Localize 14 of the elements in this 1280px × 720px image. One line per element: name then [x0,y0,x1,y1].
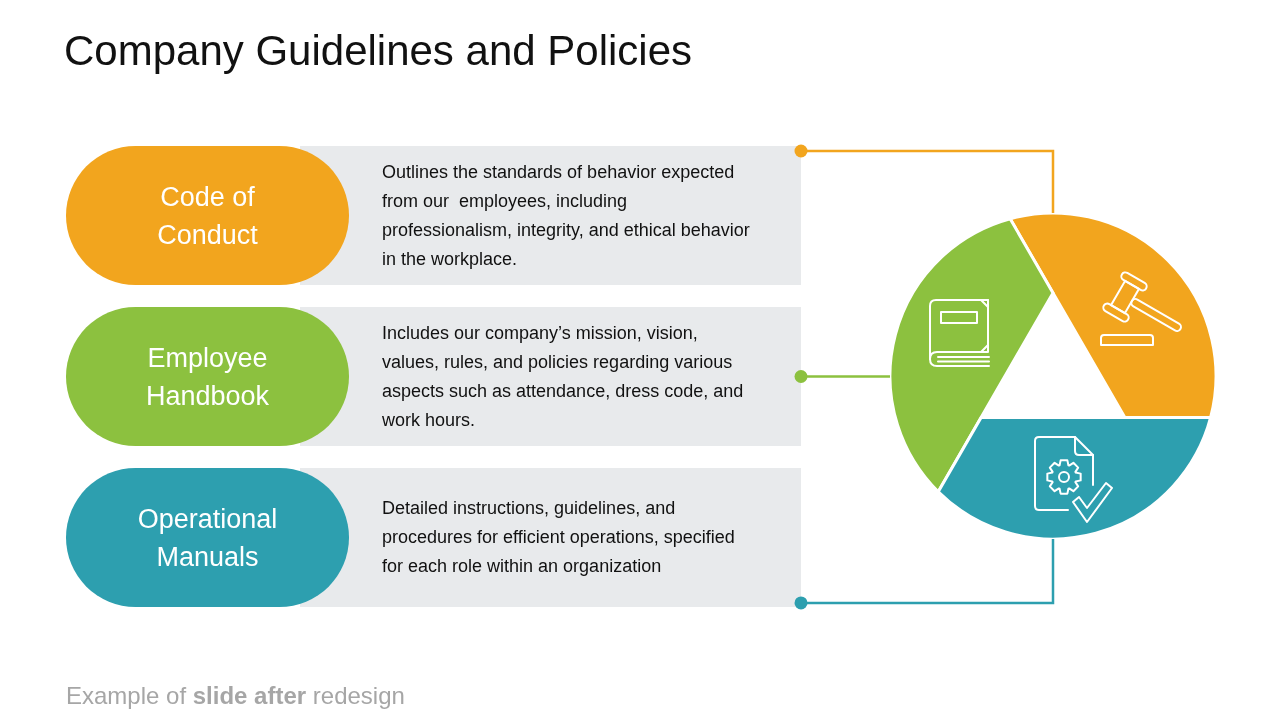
description-text: Outlines the standards of behavior expected from our employees, including professionalism, integrity, and ethical behavior in the workplace. [382,160,751,271]
category-title: Operational Manuals [136,502,279,574]
slide-caption: Example of slide after redesign [66,681,405,711]
connector-line [794,370,890,383]
description-panel [300,146,801,285]
connector-line [794,539,1055,610]
description-text: Includes our company’s mission, vision, values, rules, and policies regarding various aspects such as attendance, dress code, and work hours. [382,321,745,432]
connector-line [794,144,1055,213]
category-title: Code of Conduct [156,180,259,252]
category-title: Employee Handbook [144,341,271,413]
description-panel [300,468,801,607]
slide-title: Company Guidelines and Policies [64,26,692,76]
description-panel [300,307,801,446]
description-text: Detailed instructions, guidelines, and procedures for efficient operations, specified for each role within an organization [382,497,736,578]
